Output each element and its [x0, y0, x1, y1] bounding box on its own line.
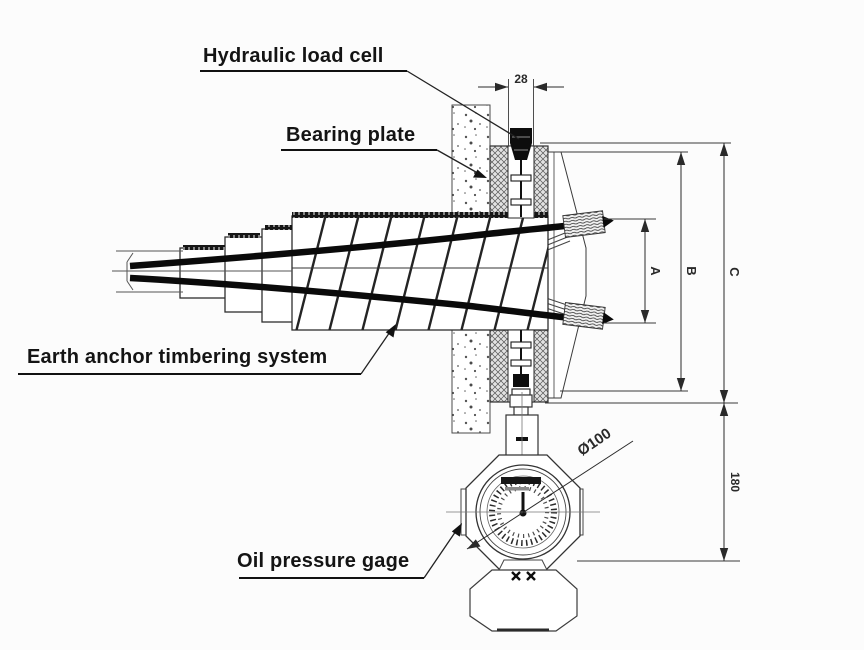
anchor-cable-bottom [129, 274, 598, 325]
concrete-wall [451, 104, 491, 434]
dim-c-label: C [727, 267, 742, 277]
callout-hydraulic-load-cell: Hydraulic load cell [200, 45, 520, 140]
dim-a-label: A [648, 266, 663, 276]
callout-bearing-plate: Bearing plate [281, 124, 487, 178]
anchor-head-bottom [562, 302, 614, 330]
dimension-a [640, 219, 650, 323]
anchor-cable-top [129, 218, 599, 270]
extension-lines [508, 79, 740, 562]
oil-pressure-gage-label: Oil pressure gage [237, 550, 409, 572]
hydraulic-load-cell-label: Hydraulic load cell [203, 45, 384, 67]
timbering-thread-strips [183, 212, 548, 250]
dimension-c [719, 143, 729, 403]
anchor-cables [129, 218, 599, 325]
dim-180-label: 180 [728, 472, 742, 492]
dimension-gauge-diameter [466, 440, 634, 550]
cable-left-guides [112, 250, 292, 293]
gauge-brand-patch [501, 477, 541, 484]
bearing-plate-label: Bearing plate [286, 124, 415, 146]
dimension-28 [478, 82, 564, 92]
earth-anchor-label: Earth anchor timbering system [27, 346, 327, 368]
callout-earth-anchor: Earth anchor timbering system [18, 324, 396, 375]
dimension-180 [719, 403, 729, 561]
load-cell-valve-cap [510, 128, 532, 160]
callout-oil-pressure-gage: Oil pressure gage [237, 523, 462, 579]
dimension-b [676, 152, 686, 391]
dim-b-label: B [684, 266, 699, 275]
anchor-wedge-block [547, 151, 587, 399]
dim-d100-label: Ø100 [575, 425, 615, 460]
dim-28-label: 28 [514, 72, 528, 86]
gauge-base [469, 559, 578, 632]
load-cell-channel-lower [507, 329, 535, 403]
